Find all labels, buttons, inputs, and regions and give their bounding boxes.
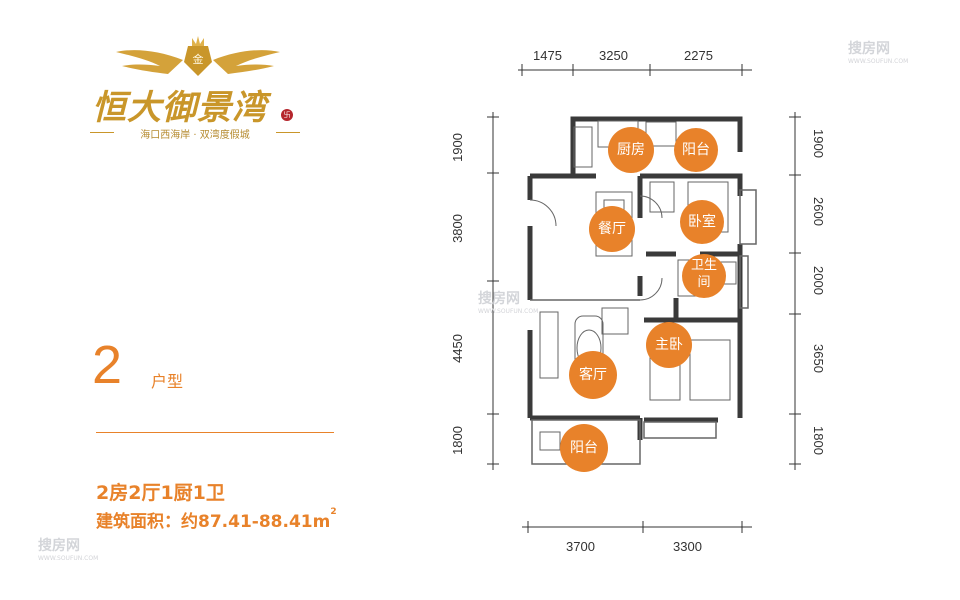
room-label-dining: 餐厅 xyxy=(589,206,635,252)
brand-seal: 卐 xyxy=(281,109,293,121)
dim-left-4: 1800 xyxy=(450,426,465,455)
brand-logo-text: 恒大御景湾 xyxy=(92,88,267,128)
dim-right-4: 3650 xyxy=(811,344,826,373)
room-label-bathroom: 卫生间 xyxy=(682,254,726,298)
watermark-text: 搜房网 xyxy=(478,291,520,307)
tagline-right-rule xyxy=(276,132,300,133)
divider xyxy=(96,432,334,433)
bathroom-label-line1: 卫生 xyxy=(690,258,717,273)
dim-left-1: 1900 xyxy=(450,133,465,162)
unit-area: 建筑面积：约87.41-88.41m2 xyxy=(96,507,337,532)
brand-tagline: 海口西海岸 · 双湾度假城 xyxy=(140,130,250,141)
dim-bottom-2: 3300 xyxy=(673,539,702,554)
brand-emblem: 金 xyxy=(116,36,280,76)
watermark-sub: WWW.SOUFUN.COM xyxy=(38,555,99,562)
dimension-lines xyxy=(487,64,801,533)
room-label-kitchen: 厨房 xyxy=(608,127,654,173)
dim-right-3: 2000 xyxy=(811,266,826,295)
walls xyxy=(527,116,743,440)
area-label: 建筑面积：约87.41-88.41 xyxy=(96,512,313,532)
unit-layout: 2房2厅1厨1卫 xyxy=(96,482,225,504)
area-unit: m xyxy=(312,512,331,532)
bathroom-label-line2: 间 xyxy=(697,275,711,290)
watermark-top-right: 搜房网 WWW.SOUFUN.COM xyxy=(848,38,908,65)
unit-suffix: 户型 xyxy=(151,372,184,391)
watermark-sub: WWW.SOUFUN.COM xyxy=(848,58,909,65)
watermark-bottom-left: 搜房网 WWW.SOUFUN.COM xyxy=(38,535,98,562)
watermark-sub: WWW.SOUFUN.COM xyxy=(478,308,539,315)
dim-bottom-1: 3700 xyxy=(566,539,595,554)
dim-left-3: 4450 xyxy=(450,334,465,363)
unit-number: 2 xyxy=(92,335,123,395)
area-unit-sup: 2 xyxy=(330,507,337,517)
room-label-master-bedroom: 主卧 xyxy=(646,322,692,368)
dim-right-2: 2600 xyxy=(811,197,826,226)
dim-top-2: 3250 xyxy=(599,48,628,63)
svg-text:金: 金 xyxy=(193,52,204,66)
watermark-center: 搜房网 WWW.SOUFUN.COM xyxy=(478,288,538,315)
room-label-bedroom: 卧室 xyxy=(680,200,724,244)
tagline-left-rule xyxy=(90,132,114,133)
watermark-text: 搜房网 xyxy=(38,538,80,554)
dim-left-2: 3800 xyxy=(450,214,465,243)
room-label-balcony-bottom: 阳台 xyxy=(560,424,608,472)
dim-top-1: 1475 xyxy=(533,48,562,63)
room-label-living: 客厅 xyxy=(569,351,617,399)
dim-right-5: 1800 xyxy=(811,426,826,455)
dim-right-1: 1900 xyxy=(811,129,826,158)
dim-top-3: 2275 xyxy=(684,48,713,63)
watermark-text: 搜房网 xyxy=(848,41,890,57)
room-label-balcony-top: 阳台 xyxy=(674,128,718,172)
thin-walls xyxy=(530,189,757,465)
